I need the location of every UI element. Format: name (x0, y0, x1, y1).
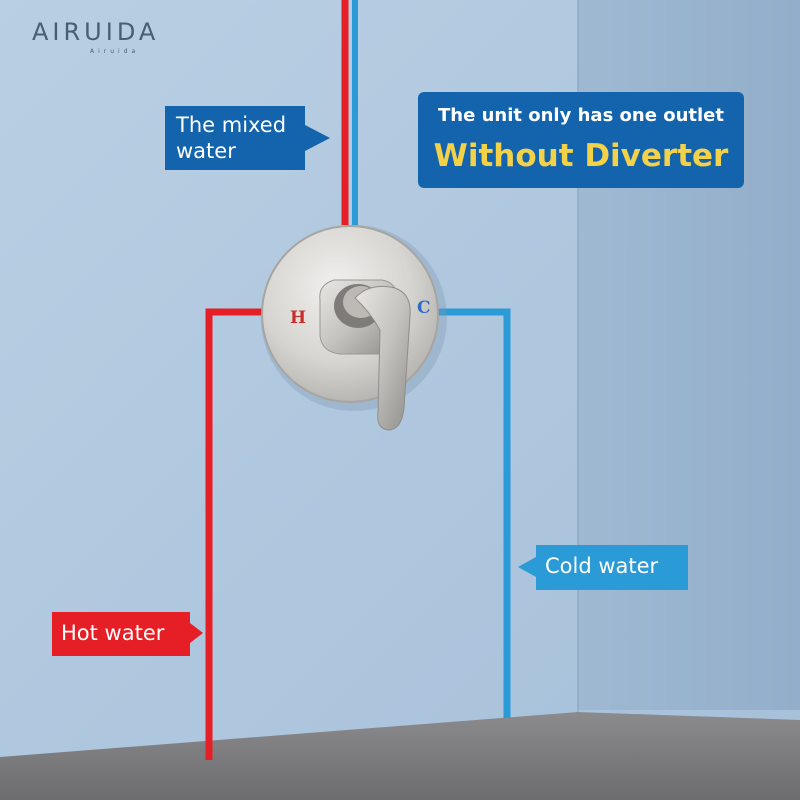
cold-water-pipe (425, 308, 511, 718)
mixed-water-label-line1: The mixed (176, 113, 287, 137)
brand-name: AIRUIDA (32, 18, 160, 46)
floor (0, 712, 800, 800)
cold-callout-pointer (518, 557, 536, 577)
cold-marker: C (417, 298, 431, 318)
hot-water-callout: Hot water (52, 612, 190, 656)
valve-lever-handle (354, 285, 411, 431)
hot-water-label: Hot water (61, 621, 165, 645)
mixed-water-label-line2: water (176, 139, 236, 163)
outlet-info-text: The unit only has one outlet (438, 105, 724, 126)
brand-subtitle: Airuida (90, 48, 140, 55)
outlet-info-callout: The unit only has one outlet Without Div… (418, 92, 744, 188)
cold-water-callout: Cold water (536, 545, 688, 590)
without-diverter-heading: Without Diverter (433, 138, 729, 174)
mixed-water-label: The mixed water (176, 112, 286, 164)
cold-water-label: Cold water (545, 554, 659, 578)
mixed-water-callout: The mixed water (165, 106, 305, 170)
hot-callout-pointer (190, 623, 203, 643)
mixed-callout-pointer (305, 125, 330, 151)
brand-logo: AIRUIDA Airuida (32, 18, 212, 58)
hot-marker: H (290, 308, 307, 328)
